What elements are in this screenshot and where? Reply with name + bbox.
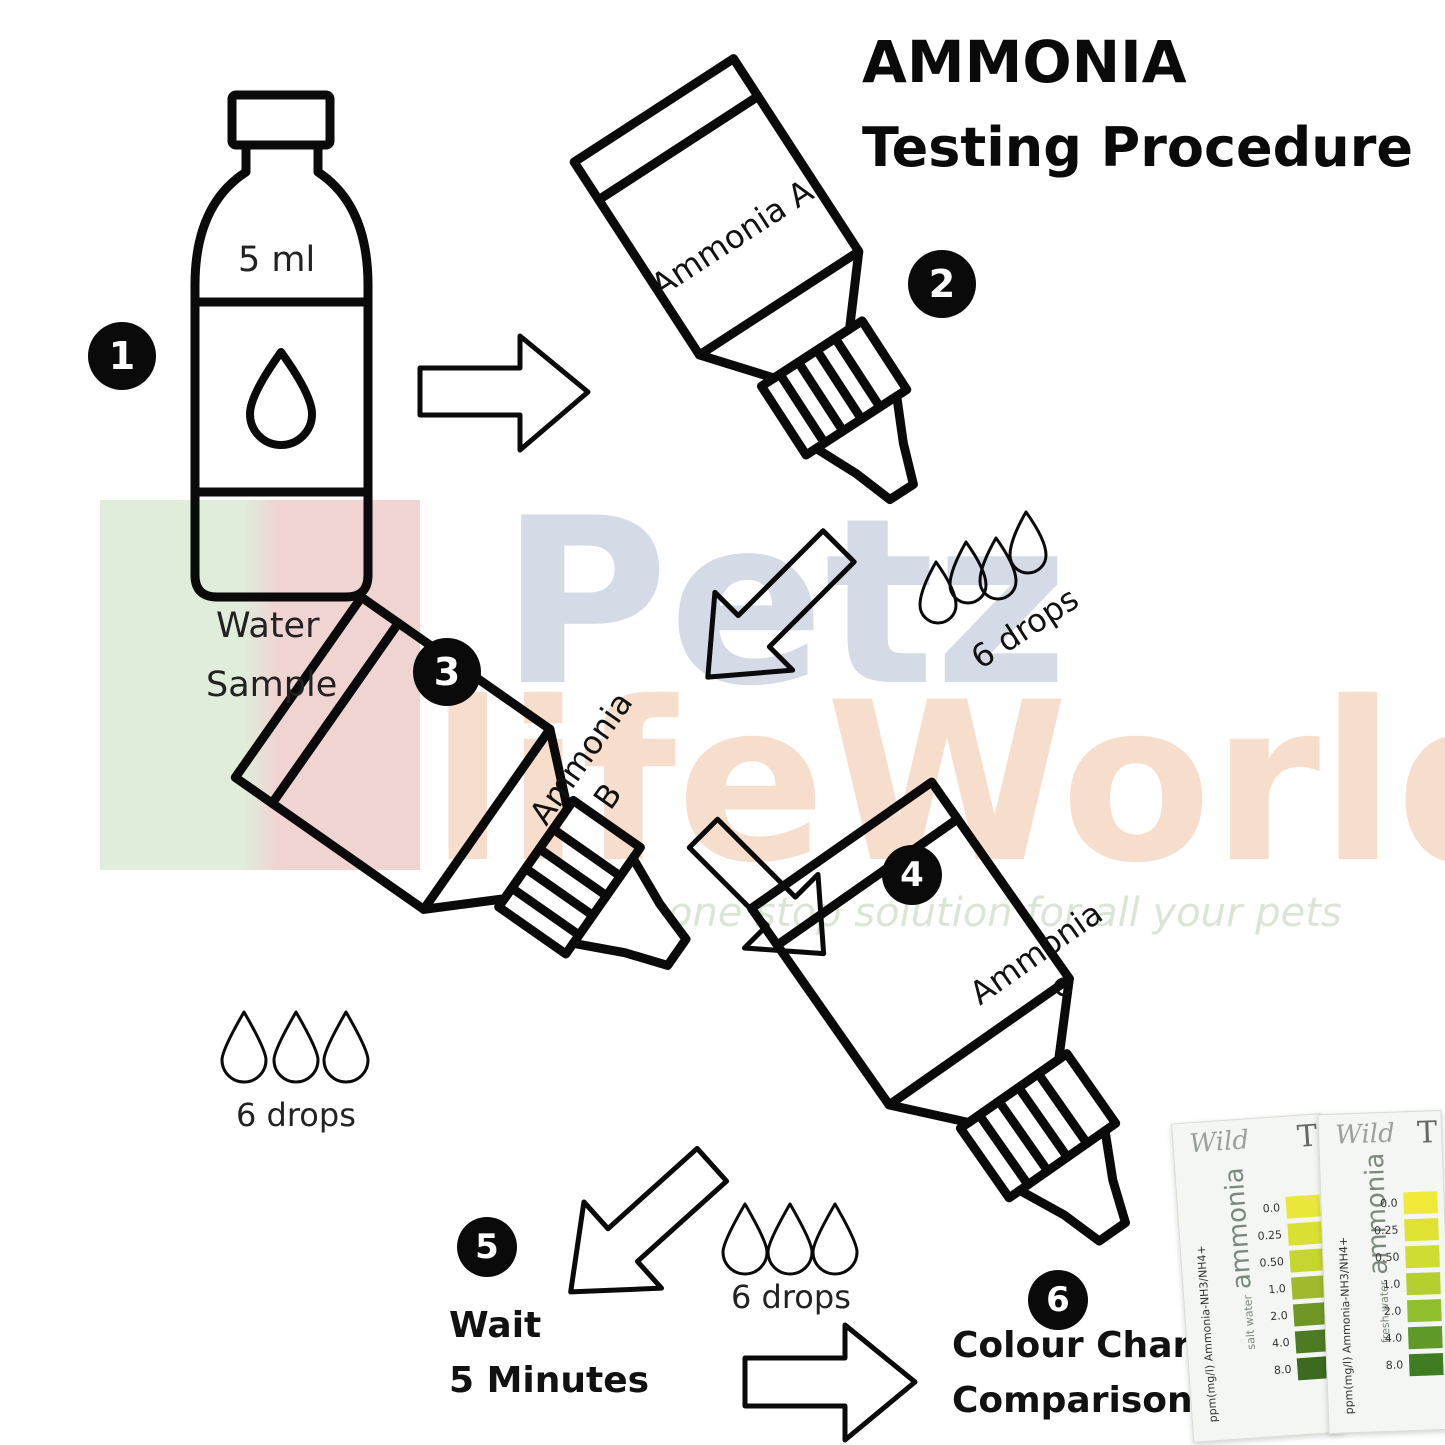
card-kit: T [1416,1115,1438,1151]
dropper-bottle-b-icon [230,592,691,970]
colour-swatch [1406,1299,1442,1323]
colour-swatch [1403,1191,1438,1215]
arrow-right-icon [742,1322,918,1443]
drops-step2-icon [918,510,1048,625]
colour-swatch [1407,1326,1443,1350]
swatch-value: 0.0 [1379,1196,1398,1211]
card-kit: T [1296,1118,1319,1155]
colour-chart-fresh-water: Wild T fresh waterammonia ppm(mg/l) Ammo… [1317,1109,1445,1435]
step-1-badge: 1 [88,322,156,390]
swatch-value: 2.0 [1383,1304,1402,1319]
colour-swatch [1405,1245,1440,1269]
bottle-volume-label: 5 ml [238,240,316,280]
card-unit: ppm(mg/l) Ammonia-NH3/NH4+ [1194,1244,1220,1423]
arrow-right-icon [417,333,591,453]
step-3-drops-label: 6 drops [236,1096,356,1134]
swatch-value: 0.0 [1262,1201,1281,1216]
water-sample-label-line1: Water [216,606,320,646]
colour-swatch [1292,1302,1329,1327]
water-bottle-icon [190,90,373,602]
swatch-value: 4.0 [1384,1331,1403,1346]
swatch-value: 8.0 [1273,1362,1292,1378]
step-3-badge: 3 [413,638,481,706]
page-title: AMMONIA [862,28,1187,96]
arrow-down-left-icon [568,1145,730,1295]
colour-swatch [1291,1275,1327,1300]
wait-label-line1: Wait [449,1305,542,1346]
page-subtitle: Testing Procedure [862,116,1413,179]
colour-swatch [1408,1353,1444,1377]
wait-label-line2: 5 Minutes [449,1360,650,1401]
swatch-value: 1.0 [1382,1277,1401,1292]
swatch-value: 0.50 [1259,1255,1285,1270]
step-4-badge: 4 [882,845,942,905]
colour-chart-label-line2: Comparison [952,1380,1193,1421]
colour-swatch [1289,1248,1325,1273]
step-2-badge: 2 [908,250,976,318]
step-4-drops-label: 6 drops [731,1278,851,1316]
colour-swatch [1287,1221,1323,1246]
colour-chart-label-line1: Colour Chart [952,1325,1208,1366]
swatch-value: 0.25 [1373,1223,1399,1238]
drops-step3-icon [220,1010,370,1084]
swatch-value: 1.0 [1267,1282,1287,1297]
swatch-value: 2.0 [1269,1308,1289,1324]
card-unit: ppm(mg/l) Ammonia-NH3/NH4+ [1336,1236,1356,1415]
step-5-badge: 5 [457,1217,517,1277]
step-6-badge: 6 [1028,1270,1088,1330]
colour-swatch [1404,1218,1439,1242]
card-brand: Wild [1188,1125,1250,1160]
arrow-down-left-icon [705,528,857,680]
colour-swatch [1285,1194,1321,1219]
swatch-value: 0.25 [1257,1228,1283,1243]
watermark-tagline: one stop solution for all your pets [668,890,1342,936]
drops-step4-icon [721,1202,859,1276]
water-sample-label-line2: Sample [206,665,338,705]
swatch-value: 4.0 [1271,1335,1291,1351]
dropper-bottle-a-icon [569,54,918,505]
dropper-bottle-c-icon [746,777,1130,1246]
colour-swatch [1406,1272,1441,1296]
card-brand: Wild [1334,1118,1396,1151]
swatch-value: 8.0 [1385,1358,1404,1373]
arrow-down-right-icon [686,816,827,957]
colour-chart-salt-water: Wild T salt waterammonia ppm(mg/l) Ammon… [1171,1113,1343,1443]
swatch-value: 0.50 [1374,1250,1400,1265]
